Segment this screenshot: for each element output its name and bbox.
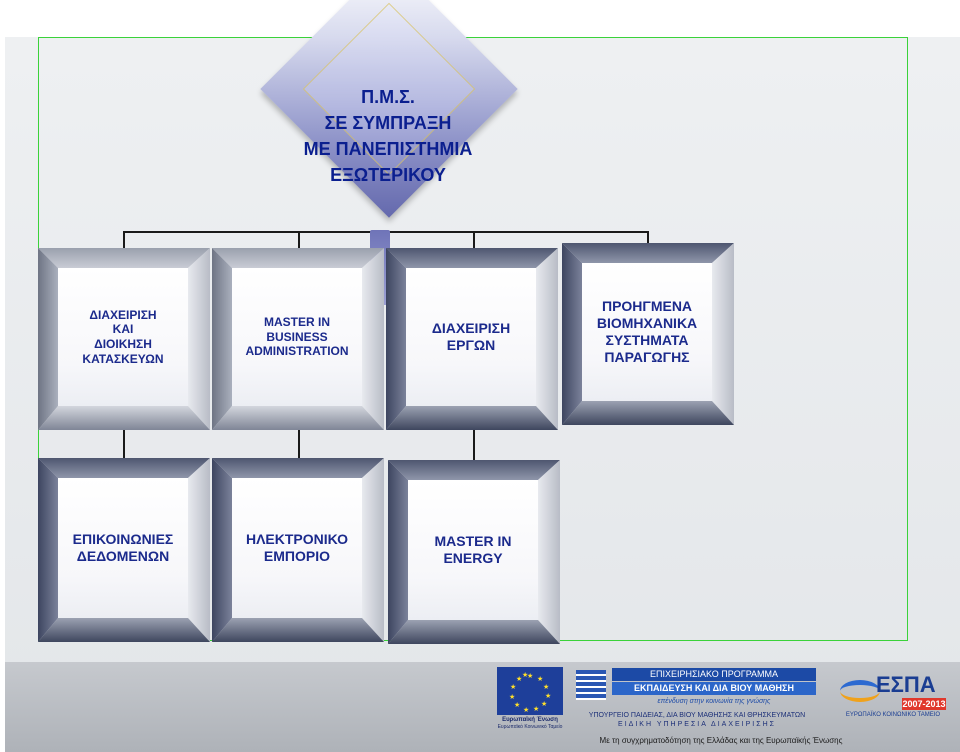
operational-program-logo: ΕΠΙΧΕΙΡΗΣΙΑΚΟ ΠΡΟΓΡΑΜΜΑ ΕΚΠΑΙΔΕΥΣΗ ΚΑΙ Δ… [576,668,816,714]
connector-bottom-2 [298,428,300,464]
ministry-text: ΥΠΟΥΡΓΕΙΟ ΠΑΙΔΕΙΑΣ, ΔΙΑ ΒΙΟΥ ΜΑΘΗΣΗΣ ΚΑΙ… [576,711,818,729]
box-line: ΚΑΙ [112,322,134,337]
program-box-e-commerce: ΗΛΕΚΤΡΟΝΙΚΟ ΕΜΠΟΡΙΟ [212,458,384,642]
program-box-advanced-manufacturing: ΠΡΟΗΓΜΕΝΑ ΒΙΟΜΗΧΑΝΙΚΑ ΣΥΣΤΗΜΑΤΑ ΠΑΡΑΓΩΓΗ… [562,243,734,425]
box-line: ΕΠΙΚΟΙΝΩΝΙΕΣ [72,530,174,547]
cofunding-text: Με τη συγχρηματοδότηση της Ελλάδας και τ… [599,736,843,745]
connector-bottom-1 [123,428,125,464]
root-label: Π.Μ.Σ. ΣΕ ΣΥΜΠΡΑΞΗ ΜΕ ΠΑΝΕΠΙΣΤΗΜΙΑ ΕΞΩΤΕ… [288,84,488,188]
greek-flag-emblem [576,670,606,700]
ministry-name: ΥΠΟΥΡΓΕΙΟ ΠΑΙΔΕΙΑΣ, ΔΙΑ ΒΙΟΥ ΜΑΘΗΣΗΣ ΚΑΙ… [588,712,806,719]
espa-years: 2007-2013 [902,698,946,710]
espa-logo: ΕΣΠΑ 2007-2013 ΕΥΡΩΠΑΪΚΟ ΚΟΙΝΩΝΙΚΟ ΤΑΜΕΙ… [840,670,946,728]
program-box-data-communications: ΕΠΙΚΟΙΝΩΝΙΕΣ ΔΕΔΟΜΕΝΩΝ [38,458,210,642]
connector-bottom-3 [473,428,475,464]
box-line: MASTER IN [263,315,330,330]
box-line: ΔΙΟΙΚΗΣΗ [94,337,152,351]
box-line: ΠΑΡΑΓΩΓΗΣ [604,349,690,366]
eu-label-name: Ευρωπαϊκή Ένωση [502,717,558,723]
root-line: Π.Μ.Σ. [361,87,415,107]
espa-sub: ΕΥΡΩΠΑΪΚΟ ΚΟΙΝΩΝΙΚΟ ΤΑΜΕΙΟ [845,712,941,718]
espa-swirl-icon [840,680,880,702]
program-line-2: ΕΚΠΑΙΔΕΥΣΗ ΚΑΙ ΔΙΑ ΒΙΟΥ ΜΑΘΗΣΗ [612,682,816,695]
program-line-1: ΕΠΙΧΕΙΡΗΣΙΑΚΟ ΠΡΟΓΡΑΜΜΑ [612,668,816,681]
box-line: ENERGY [443,550,503,566]
connector-top-3 [473,231,475,253]
agency-name: ΕΙΔΙΚΗ ΥΠΗΡΕΣΙΑ ΔΙΑΧΕΙΡΙΣΗΣ [618,721,776,728]
program-box-project-management: ΔΙΑΧΕΙΡΙΣΗ ΕΡΓΩΝ [386,248,558,430]
program-box-master-energy: MASTER IN ENERGY [388,460,560,644]
eu-label-sub: Ευρωπαϊκό Κοινωνικό Ταμείο [497,724,563,730]
box-line: ΠΡΟΗΓΜΕΝΑ [601,297,693,314]
connector-top-4 [647,231,649,251]
root-line: ΕΞΩΤΕΡΙΚΟΥ [330,165,446,185]
program-box-construction-management: ΔΙΑΧΕΙΡΙΣΗ ΚΑΙ ΔΙΟΙΚΗΣΗ ΚΑΤΑΣΚΕΥΩΝ [38,248,210,430]
box-line: ΔΕΔΟΜΕΝΩΝ [76,548,170,564]
box-line: ΕΜΠΟΡΙΟ [263,548,331,564]
program-line-3: επένδυση στην κοινωνία της γνώσης [657,698,771,705]
connector-top-1 [123,231,125,253]
box-line: ΚΑΤΑΣΚΕΥΩΝ [82,351,164,366]
eu-flag-logo: ★ ★ ★ ★ ★ ★ ★ ★ ★ ★ ★ ★ [497,667,563,715]
box-line: ΒΙΟΜΗΧΑΝΙΚΑ [596,314,698,331]
box-line: ΣΥΣΤΗΜΑΤΑ [605,332,689,348]
box-line: ΔΙΑΧΕΙΡΙΣΗ [431,319,511,336]
box-line: ADMINISTRATION [245,344,349,359]
root-line: ΣΕ ΣΥΜΠΡΑΞΗ [324,113,452,133]
program-box-mba: MASTER IN BUSINESS ADMINISTRATION [212,248,384,430]
box-line: ΔΙΑΧΕΙΡΙΣΗ [89,307,157,322]
eu-label: Ευρωπαϊκή Ένωση Ευρωπαϊκό Κοινωνικό Ταμε… [497,717,563,731]
root-line: ΜΕ ΠΑΝΕΠΙΣΤΗΜΙΑ [303,139,473,159]
box-line: MASTER IN [434,532,512,549]
connector-top-2 [298,231,300,253]
box-line: ΗΛΕΚΤΡΟΝΙΚΟ [245,530,349,547]
espa-name: ΕΣΠΑ [876,672,936,697]
box-line: ΕΡΓΩΝ [446,337,496,353]
box-line: BUSINESS [266,329,328,344]
